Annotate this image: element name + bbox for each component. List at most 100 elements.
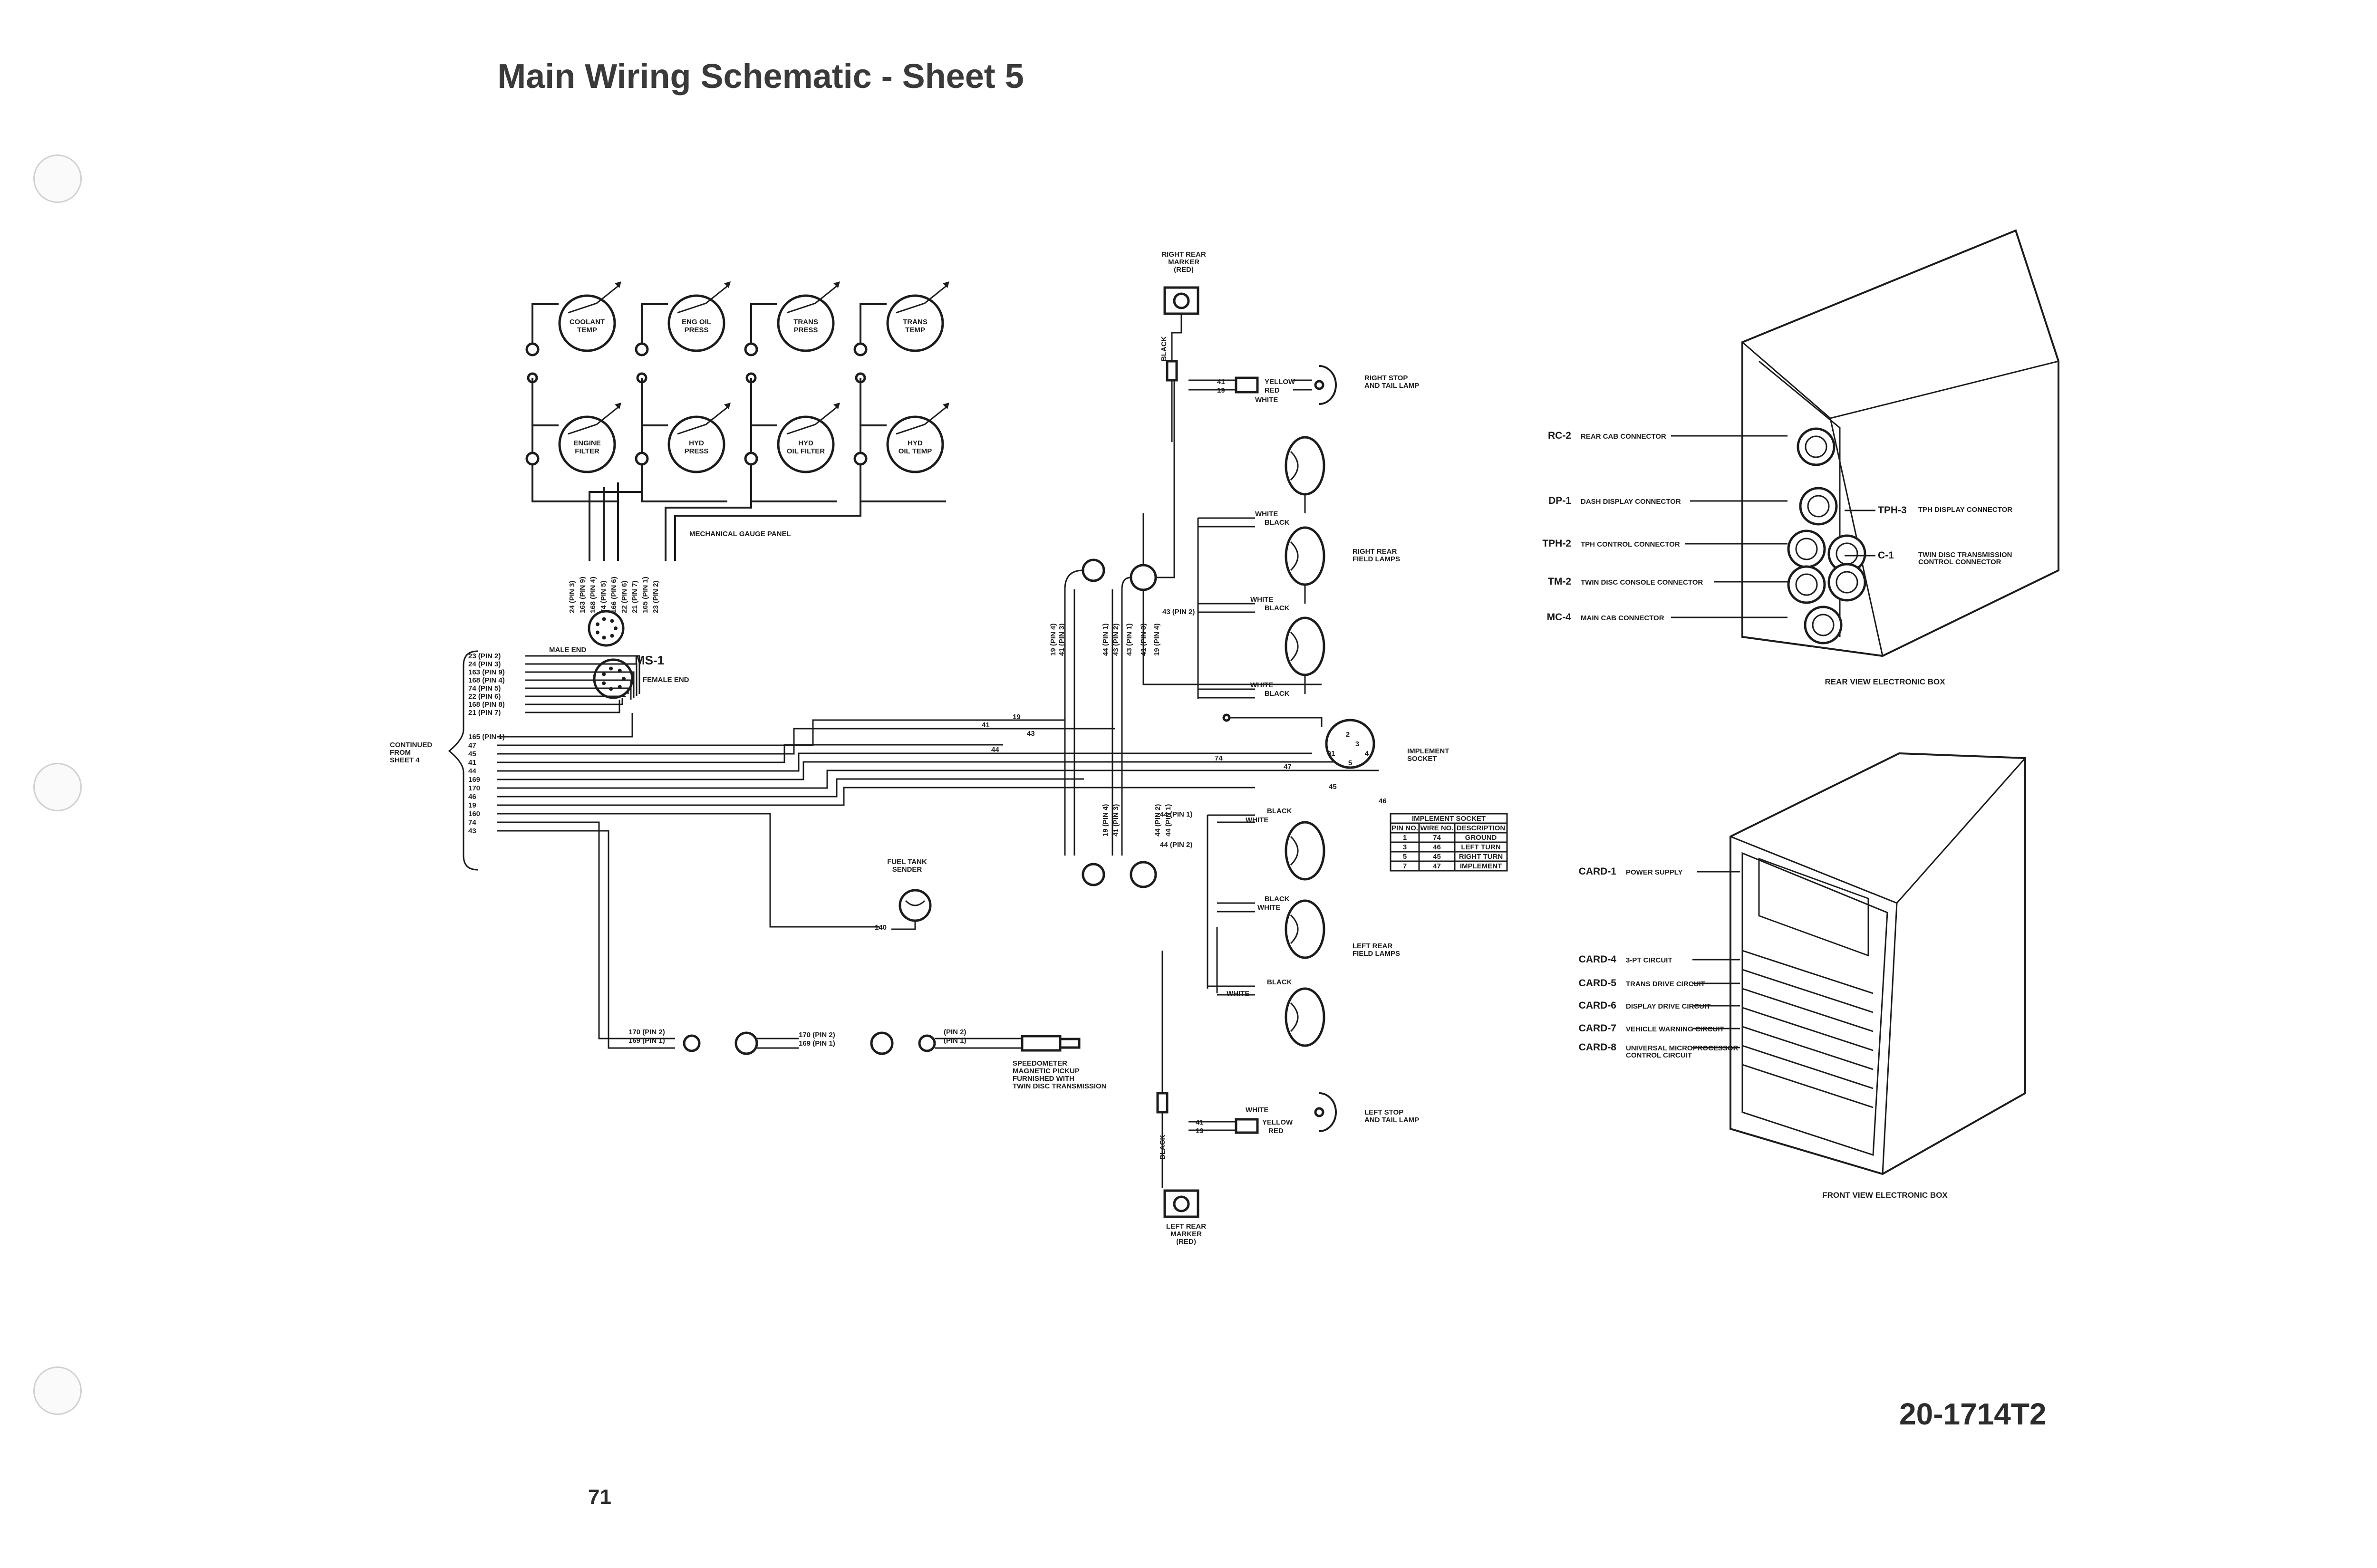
harness-wire [891, 921, 916, 930]
harness-connector [1130, 564, 1157, 591]
speedometer-pickup [1021, 1035, 1062, 1052]
left-field-label: LEFT REAR [1353, 942, 1392, 950]
lamp-wire [1293, 379, 1312, 391]
wire-color-label: WHITE [1250, 596, 1273, 604]
gauge-terminal [635, 452, 649, 466]
wire-color-label: RED [1268, 1127, 1284, 1135]
bracket-wire-label: 24 (PIN 3) [468, 660, 501, 668]
rear-connector-inner [1805, 435, 1827, 458]
speedometer-pickup-tip [1059, 1038, 1081, 1049]
wire-color-label: BLACK [1265, 604, 1290, 612]
lamp-wire [1208, 985, 1255, 996]
wire-color-label: BLACK [1265, 895, 1290, 903]
lamp-wire [1188, 1121, 1236, 1131]
rear-connector-code: RC-2 [1548, 430, 1571, 441]
harness-wire-label: 74 [1215, 754, 1223, 762]
gauge-6-arrow [833, 403, 840, 409]
gauge-wire [665, 475, 752, 561]
rear-connector-desc: REAR CAB CONNECTOR [1581, 433, 1666, 441]
gauge-5 [667, 415, 725, 473]
gauge-5-needle [677, 406, 728, 435]
wire-color-label: BLACK [1160, 336, 1168, 361]
wire-color-label: WHITE [1257, 904, 1280, 912]
harness-wire-label: 43 (PIN 2) [1162, 608, 1195, 616]
rear-connector [1827, 563, 1866, 602]
gauge-terminal [744, 452, 758, 466]
harness-wire [556, 787, 1255, 806]
harness-wire [561, 813, 879, 928]
harness-wire [1064, 569, 1083, 590]
implement-table-cell: 46 [1433, 843, 1441, 851]
right-rear-marker-lens [1173, 292, 1190, 309]
marker-wire [1171, 314, 1182, 442]
left-field-lamp [1285, 987, 1325, 1047]
speedometer-label: MAGNETIC PICKUP [1013, 1067, 1080, 1075]
punch-hole [33, 154, 82, 203]
implement-table-cell: GROUND [1465, 834, 1497, 842]
right-stop-label: RIGHT STOP [1364, 374, 1408, 382]
gauge-5-label: HYD [689, 439, 704, 447]
gauge-terminal [525, 452, 540, 466]
left-rear-marker-label: LEFT REAR [1166, 1222, 1206, 1231]
rear-connector-desc: CONTROL CONNECTOR [1918, 558, 2001, 566]
gauge-wire [674, 475, 861, 561]
gauge-terminal [525, 342, 540, 356]
implement-table-header: PIN NO. [1391, 824, 1418, 832]
harness-pin-label: 19 (PIN 4) [1102, 804, 1110, 837]
page-number: 71 [588, 1485, 611, 1509]
harness-wire-label: 19 [1196, 1127, 1204, 1135]
rear-connector [1799, 487, 1838, 526]
harness-wire [525, 698, 623, 705]
ms1-wire-label: 23 (PIN 2) [652, 581, 660, 613]
harness-connector [1130, 861, 1157, 888]
speedometer-label: SPEEDOMETER [1013, 1059, 1067, 1068]
harness-pin-label: 41 (PIN 3) [1058, 624, 1066, 656]
socket-pin: 01 [1327, 750, 1335, 758]
ms1-female-end [593, 658, 634, 699]
rear-connector-inner [1807, 495, 1830, 518]
implement-table-cell: 1 [1403, 834, 1407, 842]
gauge-wire [641, 424, 668, 453]
harness-wire [525, 687, 629, 694]
connector-plug [734, 1031, 758, 1055]
gauge-terminal [853, 452, 868, 466]
gauge-0-label: TEMP [577, 326, 597, 334]
harness-pin-label: 41 (PIN 3) [1140, 624, 1148, 656]
ms1-wire-label: 166 (PIN 6) [610, 577, 618, 613]
gauge-7-needle [896, 406, 947, 435]
harness-wire [525, 663, 638, 696]
ms1-wire-label: 24 (PIN 3) [568, 581, 576, 613]
wire-color-label: WHITE [1227, 990, 1249, 998]
rear-connector-desc: TWIN DISC CONSOLE CONNECTOR [1581, 578, 1703, 587]
pickup-wire-label: (PIN 1) [944, 1037, 966, 1045]
front-box-outline [1730, 752, 2026, 1175]
harness-pin-label: 44 (PIN 2) [1154, 804, 1162, 837]
ms1-wire-label: 163 (PIN 9) [579, 577, 587, 613]
ms1-pin [602, 635, 606, 640]
connector-plug [870, 1031, 894, 1055]
left-field-lamp-lens [1290, 1002, 1299, 1032]
left-stop-label: AND TAIL LAMP [1364, 1116, 1419, 1124]
gauge-6-label: HYD [798, 439, 813, 447]
implement-table-cell: 45 [1433, 853, 1441, 861]
continued-label: CONTINUED [390, 741, 432, 749]
rear-connector [1797, 427, 1836, 466]
harness-wire [1121, 577, 1131, 590]
bracket-wire-label: 46 [468, 793, 476, 801]
harness-wire-label: 44 (PIN 1) [1160, 810, 1192, 818]
rear-connector-inner [1795, 538, 1818, 560]
harness-pin-label: 19 (PIN 4) [1049, 624, 1057, 656]
card-desc: DISPLAY DRIVE CIRCUIT [1626, 1002, 1710, 1010]
harness-wire [1156, 371, 1175, 578]
gauge-terminal [744, 342, 758, 356]
harness-wire [1142, 590, 1322, 685]
punch-hole [33, 763, 82, 811]
gauge-1-needle [677, 285, 728, 314]
card-code: CARD-4 [1579, 954, 1617, 965]
bracket-wire-label: 47 [468, 741, 476, 750]
harness-wire [757, 1038, 799, 1049]
right-stop-label: AND TAIL LAMP [1364, 382, 1419, 390]
implement-label: SOCKET [1407, 755, 1437, 763]
pickup-wire-label: 170 (PIN 2) [628, 1028, 665, 1036]
